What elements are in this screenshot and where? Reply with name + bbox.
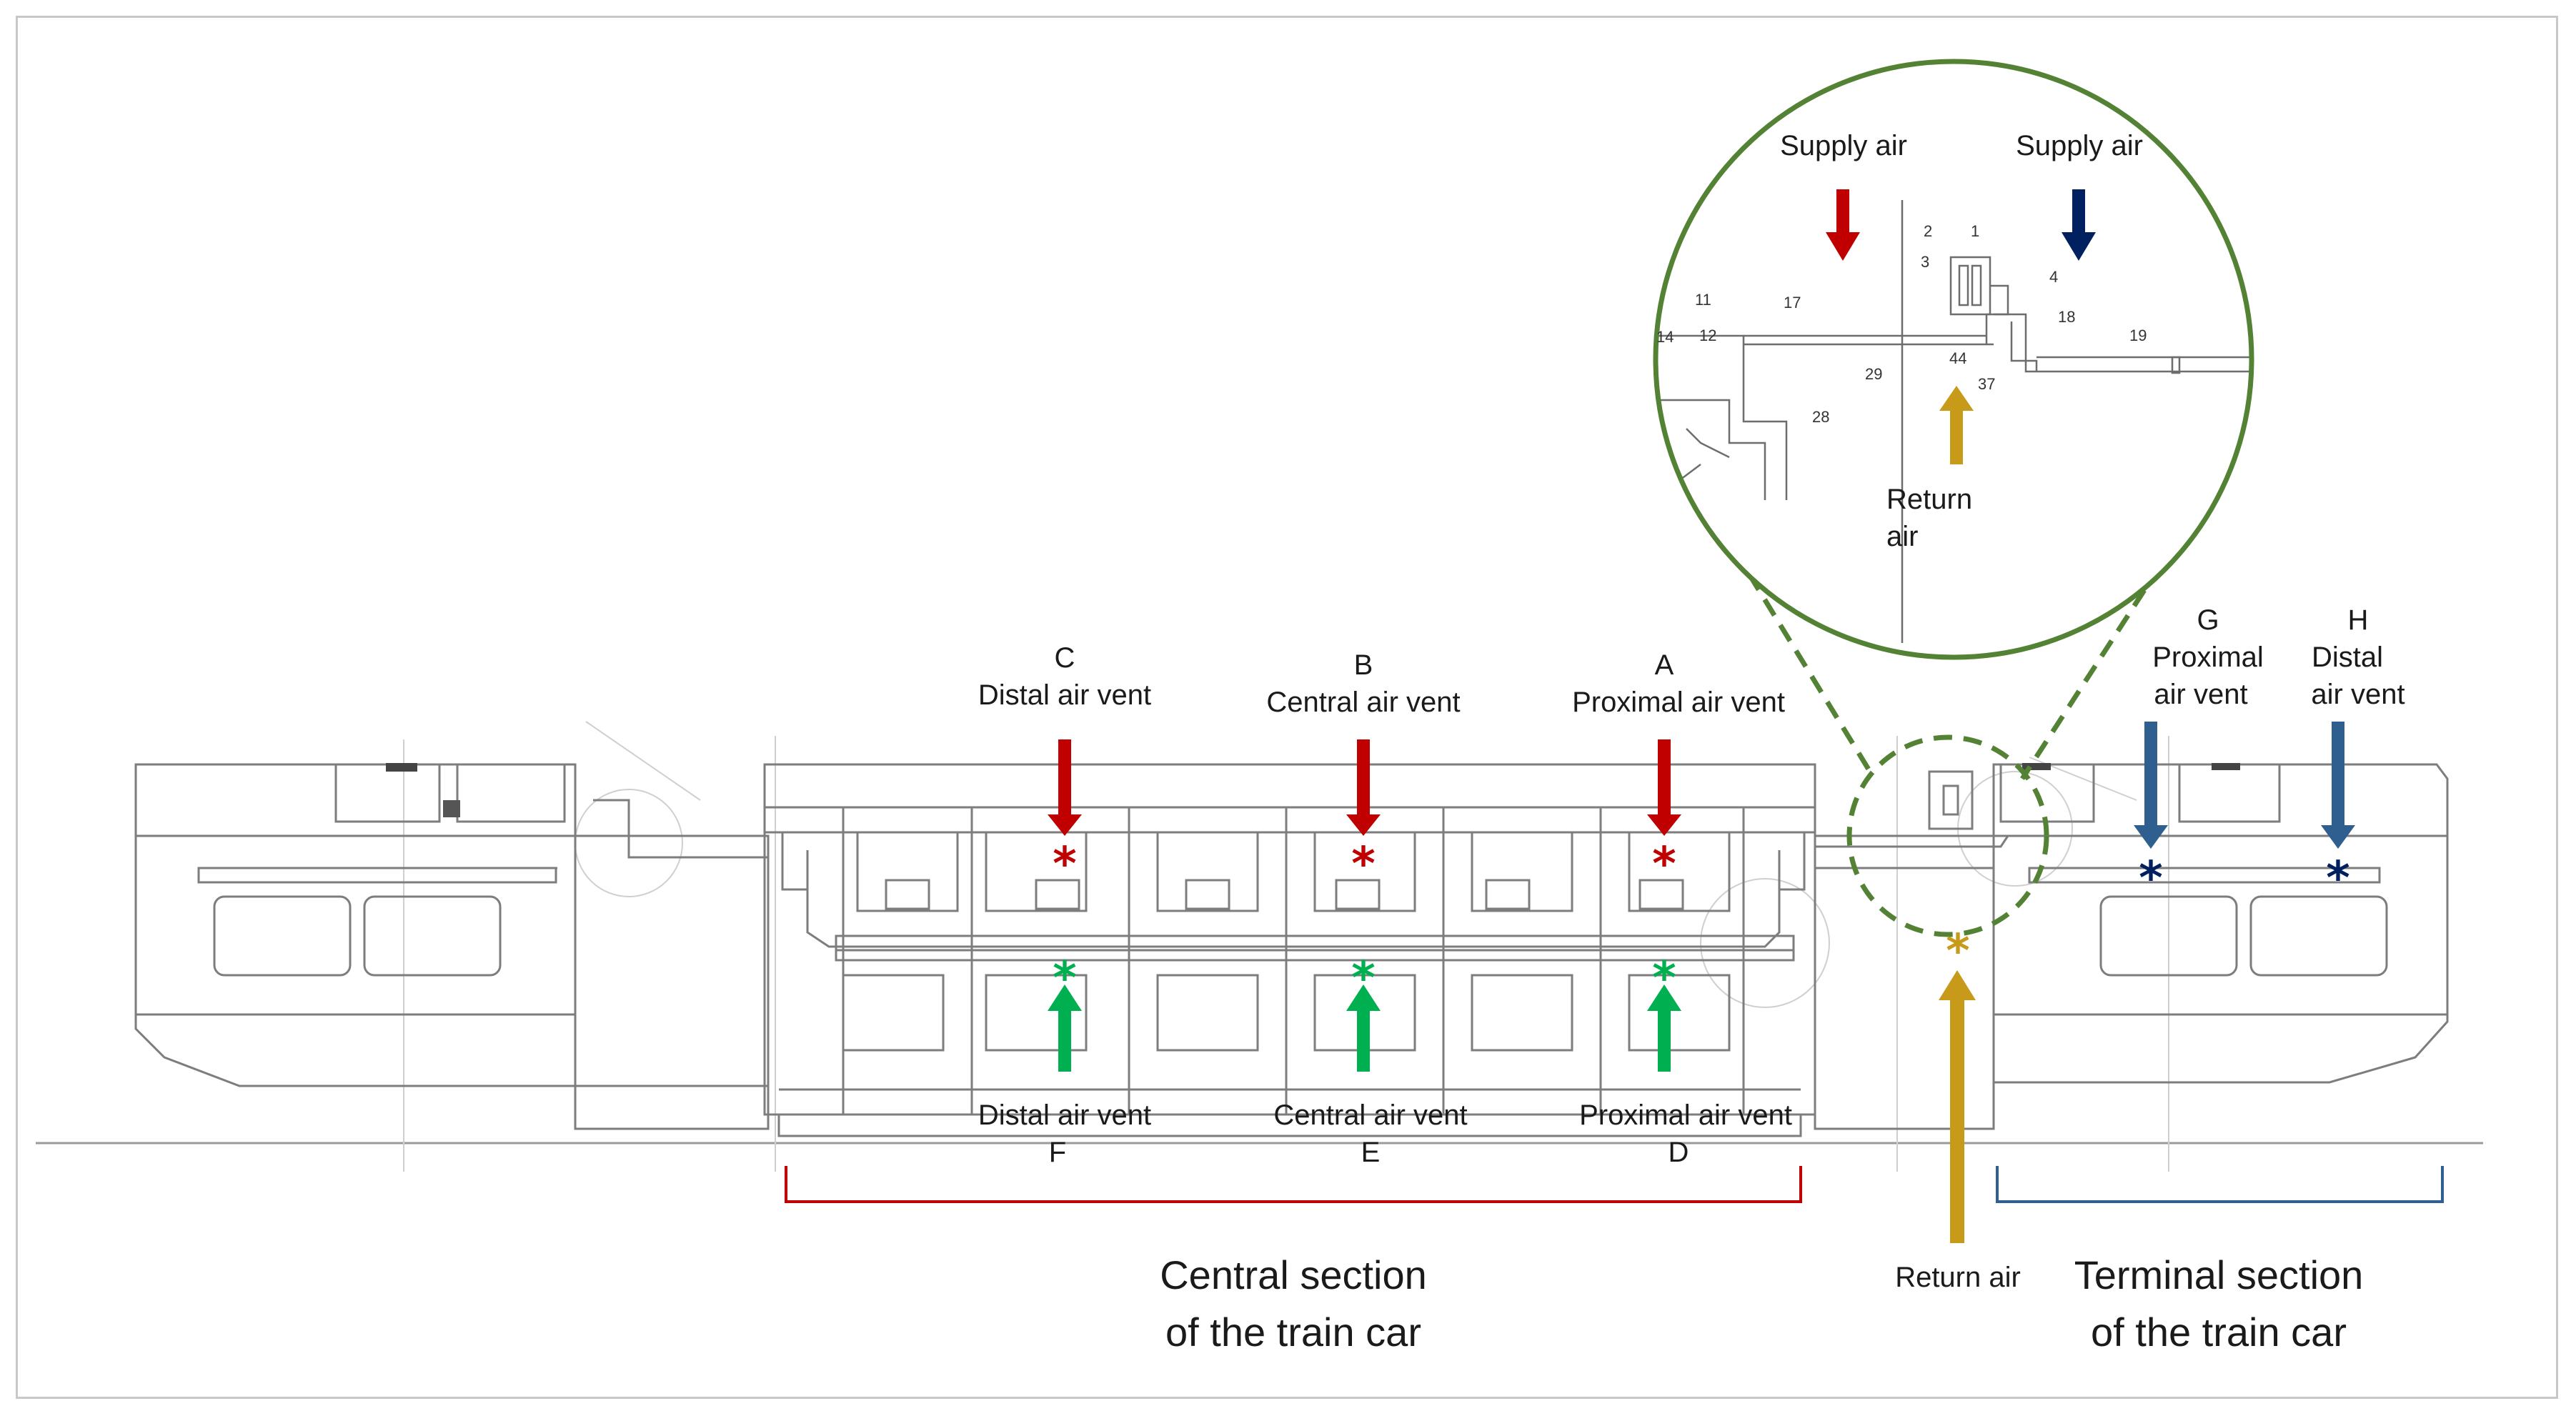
vent-e-marker: *: [1351, 952, 1376, 1005]
vent-f-name: Distal air vent: [978, 1100, 1152, 1131]
vent-d-letter: D: [1668, 1137, 1689, 1168]
vent-h-marker: *: [2326, 852, 2350, 905]
inset-supply-air-right-label: Supply air: [2016, 130, 2143, 161]
return-air-marker: *: [1946, 925, 1970, 978]
vent-c-name: Distal air vent: [978, 679, 1152, 711]
vent-a-letter: A: [1654, 649, 1674, 681]
inset-circle: [1653, 59, 2254, 660]
supply-arrow-a: [1647, 739, 1681, 836]
return-air-arrow: [1939, 970, 1976, 1243]
terminal-section-bracket: [1996, 1166, 2444, 1203]
vent-b-name: Central air vent: [1266, 687, 1461, 718]
vent-a-marker: *: [1652, 838, 1676, 891]
vent-e-name: Central air vent: [1273, 1100, 1468, 1131]
part-number: 3: [1921, 253, 1930, 271]
terminal-section-label-line1: Terminal section: [2074, 1252, 2364, 1297]
part-number: 18: [2058, 308, 2076, 326]
vent-f-marker: *: [1053, 952, 1077, 1005]
vent-c-letter: C: [1054, 642, 1075, 674]
part-number: 14: [1656, 328, 1674, 346]
part-number: 29: [1865, 365, 1883, 383]
vent-g-letter: G: [2197, 604, 2219, 636]
vent-a-name: Proximal air vent: [1572, 687, 1785, 718]
part-number: 1: [1971, 222, 1980, 240]
vent-f-letter: F: [1048, 1137, 1067, 1168]
central-section-label-line1: Central section: [1160, 1252, 1427, 1297]
supply-arrow-h: [2321, 722, 2355, 849]
vent-e-letter: E: [1361, 1137, 1381, 1168]
vent-d-marker: *: [1652, 952, 1676, 1005]
figure-frame: [16, 16, 2558, 1399]
exhaust-arrow-f: [1048, 984, 1082, 1072]
supply-arrow-b: [1346, 739, 1381, 836]
vent-b-marker: *: [1351, 838, 1376, 891]
part-number: 44: [1949, 349, 1967, 367]
inset-supply-arrow-navy: [2062, 189, 2096, 261]
vent-c-marker: *: [1053, 838, 1077, 891]
inset-supply-air-left-label: Supply air: [1780, 130, 1907, 161]
part-number: 2: [1924, 222, 1933, 240]
vent-h-letter: H: [2347, 604, 2369, 636]
part-number: 17: [1784, 294, 1801, 311]
vent-g-marker: *: [2139, 852, 2163, 905]
part-number: 4: [2049, 268, 2059, 286]
part-number: 11: [1695, 291, 1711, 309]
exhaust-arrow-d: [1647, 984, 1681, 1072]
vent-g-name-line1: Proximal: [2152, 642, 2264, 673]
zoom-region-circle: [1846, 734, 2049, 937]
vent-h-name-line1: Distal: [2311, 642, 2384, 673]
inset-return-air-label-line1: Return: [1886, 484, 1973, 515]
part-number: 12: [1699, 326, 1717, 344]
supply-arrow-g: [2134, 722, 2168, 849]
part-number: 19: [2129, 326, 2147, 344]
central-section-bracket: [785, 1166, 1802, 1203]
supply-arrow-c: [1048, 739, 1082, 836]
inset-return-air-label-line2: air: [1886, 521, 1919, 552]
vent-d-name: Proximal air vent: [1579, 1100, 1792, 1131]
inset-return-arrow-gold: [1939, 386, 1974, 464]
central-section-label-line2: of the train car: [1165, 1310, 1421, 1355]
arrows: [1048, 189, 2355, 1243]
inset-supply-arrow-red: [1826, 189, 1860, 261]
terminal-section-label-line2: of the train car: [2091, 1310, 2347, 1355]
vent-g-name-line2: air vent: [2154, 679, 2248, 710]
part-number: 28: [1812, 408, 1830, 426]
inset-detail: [1656, 61, 2252, 657]
exhaust-arrow-e: [1346, 984, 1381, 1072]
vent-h-name-line2: air vent: [2311, 679, 2405, 710]
return-air-label: Return air: [1895, 1262, 2021, 1293]
vent-b-letter: B: [1353, 649, 1373, 681]
part-number: 37: [1978, 375, 1996, 393]
train-car-body: [134, 763, 2449, 1137]
